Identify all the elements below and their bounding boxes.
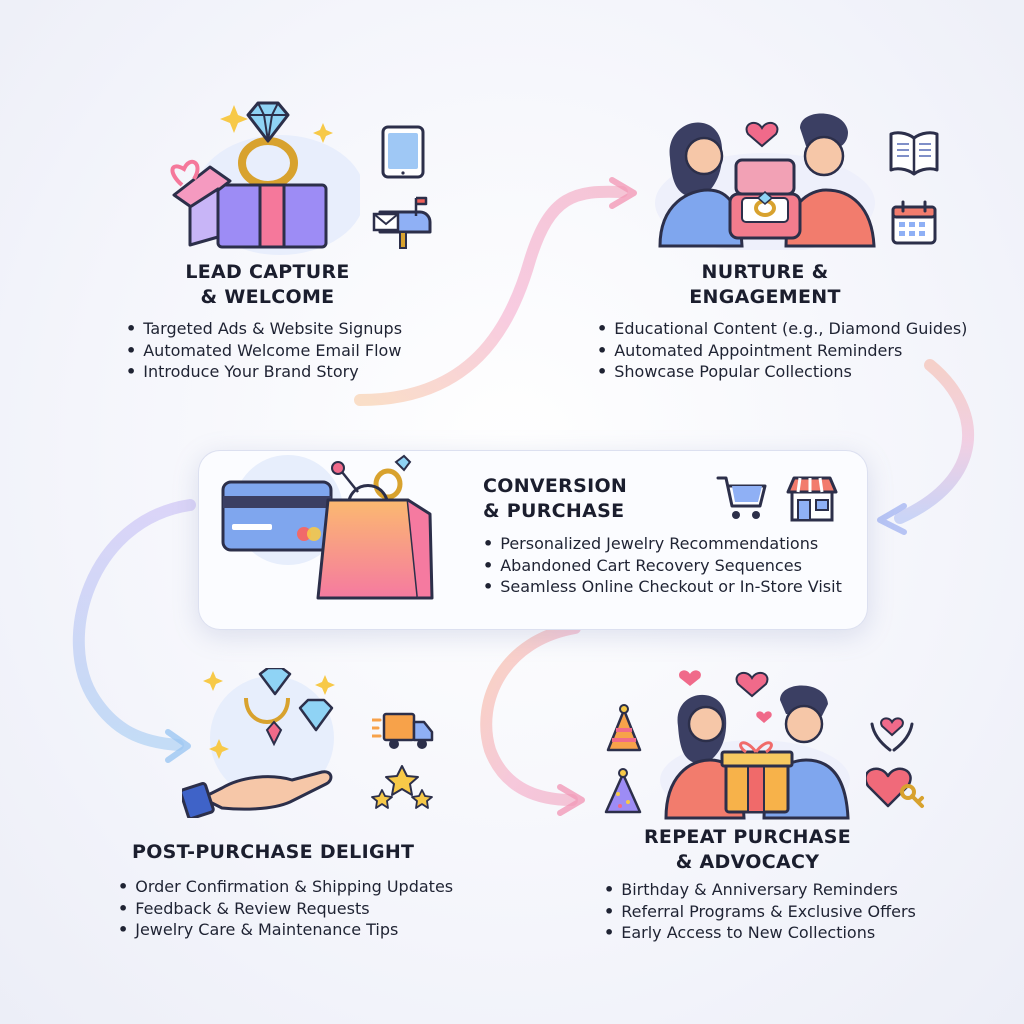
nurture-bullets: Educational Content (e.g., Diamond Guide… xyxy=(597,318,967,383)
party-hat-icon xyxy=(606,704,642,752)
gift-box-with-ring-icon xyxy=(170,101,360,255)
conversion-bullets: Personalized Jewelry Recommendations Aba… xyxy=(483,533,842,598)
list-item: Early Access to New Collections xyxy=(604,922,916,944)
list-item: Birthday & Anniversary Reminders xyxy=(604,879,916,901)
repeat-purchase-bullets: Birthday & Anniversary Reminders Referra… xyxy=(604,879,916,944)
couple-with-gift-icon xyxy=(660,670,850,820)
list-item: Targeted Ads & Website Signups xyxy=(126,318,402,340)
hand-with-jewelry-icon xyxy=(182,668,335,818)
conversion-title: CONVERSION & PURCHASE xyxy=(483,475,628,522)
list-item: Jewelry Care & Maintenance Tips xyxy=(118,919,453,941)
shopping-bag-icon xyxy=(316,454,434,600)
tablet-icon xyxy=(381,125,425,179)
list-item: Referral Programs & Exclusive Offers xyxy=(604,901,916,923)
list-item: Seamless Online Checkout or In-Store Vis… xyxy=(483,576,842,598)
delivery-truck-icon xyxy=(372,712,434,749)
list-item: Introduce Your Brand Story xyxy=(126,361,402,383)
post-purchase-bullets: Order Confirmation & Shipping Updates Fe… xyxy=(118,876,453,941)
list-item: Automated Appointment Reminders xyxy=(597,340,967,362)
flow-arrow-nurture-to-conversion xyxy=(894,359,975,524)
open-book-icon xyxy=(889,131,939,176)
list-item: Feedback & Review Requests xyxy=(118,898,453,920)
list-item: Personalized Jewelry Recommendations xyxy=(483,533,842,555)
lead-capture-bullets: Targeted Ads & Website Signups Automated… xyxy=(126,318,402,383)
stars-rating-icon xyxy=(371,765,433,809)
list-item: Abandoned Cart Recovery Sequences xyxy=(483,555,842,577)
repeat-purchase-title: REPEAT PURCHASE & ADVOCACY xyxy=(643,826,851,873)
couple-with-ring-box-icon xyxy=(655,113,876,250)
post-purchase-title: POST-PURCHASE DELIGHT xyxy=(132,841,415,863)
party-hat-icon xyxy=(604,768,642,814)
lead-capture-title: LEAD CAPTURE & WELCOME xyxy=(185,261,350,308)
shopping-cart-icon xyxy=(716,476,767,519)
list-item: Automated Welcome Email Flow xyxy=(126,340,402,362)
heart-key-icon xyxy=(866,767,924,808)
calendar-icon xyxy=(891,200,937,245)
list-item: Showcase Popular Collections xyxy=(597,361,967,383)
nurture-title: NURTURE & ENGAGEMENT xyxy=(689,261,841,308)
flow-arrow-conversion-to-repeat xyxy=(480,622,581,806)
list-item: Order Confirmation & Shipping Updates xyxy=(118,876,453,898)
storefront-icon xyxy=(786,476,838,522)
mailbox-icon xyxy=(372,196,432,249)
flow-arrow-conversion-to-post xyxy=(72,499,196,751)
caring-hands-heart-icon xyxy=(870,717,914,752)
list-item: Educational Content (e.g., Diamond Guide… xyxy=(597,318,967,340)
